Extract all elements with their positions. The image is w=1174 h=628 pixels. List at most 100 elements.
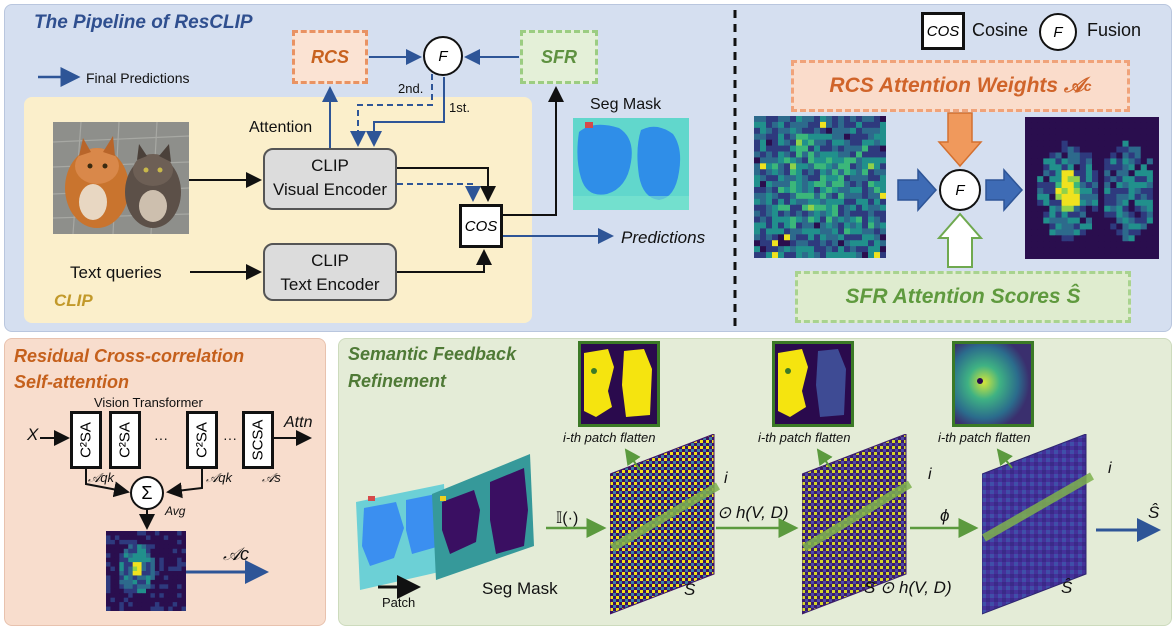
heatmap-cell bbox=[181, 602, 186, 608]
heatmap-cell bbox=[172, 539, 178, 545]
heatmap-cell bbox=[1104, 193, 1111, 201]
heatmap-cell bbox=[808, 210, 815, 218]
heatmap-cell bbox=[808, 127, 815, 135]
heatmap-cell bbox=[128, 597, 134, 603]
c2sa-block-2: C²SA bbox=[109, 411, 141, 469]
heatmap-cell bbox=[850, 252, 857, 258]
heatmap-cell bbox=[1146, 176, 1154, 183]
heatmap-cell bbox=[1104, 117, 1111, 124]
heatmap-cell bbox=[123, 584, 129, 590]
heatmap-cell bbox=[862, 181, 869, 188]
heatmap-cell bbox=[150, 593, 156, 599]
heatmap-cell bbox=[168, 566, 174, 572]
heatmap-cell bbox=[772, 240, 779, 247]
fusion-label: F bbox=[438, 47, 448, 65]
heatmap-cell bbox=[832, 139, 839, 147]
sfr-scores-box: SFR Attention Scores Ŝ bbox=[795, 271, 1131, 323]
heatmap-cell bbox=[754, 139, 761, 147]
heatmap-cell bbox=[137, 539, 143, 545]
heatmap-cell bbox=[802, 175, 809, 182]
heatmap-cell bbox=[1073, 134, 1081, 142]
seg-mask-label-top: Seg Mask bbox=[590, 96, 662, 113]
heatmap-cell bbox=[808, 216, 815, 223]
heatmap-cell bbox=[177, 562, 183, 568]
heatmap-cell bbox=[850, 234, 857, 241]
heatmap-cell bbox=[814, 198, 821, 206]
a-qk-label-2: 𝒜qk bbox=[206, 470, 233, 485]
heatmap-cell bbox=[168, 597, 174, 603]
heatmap-cell bbox=[1110, 199, 1117, 207]
heatmap-cell bbox=[141, 548, 147, 554]
heatmap-cell bbox=[790, 210, 797, 218]
heatmap-cell bbox=[862, 252, 869, 258]
heatmap-cell bbox=[110, 539, 116, 545]
heatmap-cell bbox=[772, 187, 779, 194]
heatmap-cell bbox=[850, 163, 857, 170]
heatmap-cell bbox=[1110, 176, 1117, 183]
heatmap-cell bbox=[826, 198, 833, 206]
heatmap-cell bbox=[760, 252, 767, 258]
rcs-box: RCS bbox=[292, 30, 368, 84]
heatmap-cell bbox=[760, 210, 767, 218]
heatmap-cell bbox=[1067, 134, 1075, 142]
heatmap-cell bbox=[137, 566, 143, 572]
heatmap-cell bbox=[1134, 188, 1142, 195]
heatmap-cell bbox=[163, 539, 169, 545]
heatmap-cell bbox=[784, 240, 791, 247]
heatmap-cell bbox=[181, 588, 186, 594]
heatmap-cell bbox=[1079, 170, 1087, 177]
heatmap-cell bbox=[820, 246, 827, 253]
heatmap-cell bbox=[1079, 128, 1087, 136]
heatmap-cell bbox=[844, 116, 851, 123]
heatmap-cell bbox=[862, 116, 869, 123]
heatmap-cell bbox=[114, 557, 120, 563]
heatmap-cell bbox=[754, 216, 761, 223]
heatmap-cell bbox=[119, 557, 125, 563]
heatmap-cell bbox=[760, 246, 767, 253]
heatmap-cell bbox=[1073, 176, 1081, 183]
heatmap-cell bbox=[119, 571, 125, 576]
heatmap-cell bbox=[1122, 122, 1130, 130]
heatmap-cell bbox=[1098, 152, 1105, 159]
heatmap-cell bbox=[850, 216, 857, 223]
heatmap-cell bbox=[159, 539, 165, 545]
heatmap-cell bbox=[1049, 205, 1056, 213]
heatmap-cell bbox=[141, 562, 147, 568]
heatmap-cell bbox=[1122, 146, 1130, 153]
heatmap-cell bbox=[832, 246, 839, 253]
heatmap-cell bbox=[119, 531, 125, 536]
cos-box: COS bbox=[459, 204, 503, 248]
heatmap-cell bbox=[1037, 253, 1044, 259]
heatmap-cell bbox=[154, 588, 160, 594]
heatmap-cell bbox=[844, 151, 851, 158]
heatmap-cell bbox=[1061, 122, 1069, 130]
heatmap-cell bbox=[874, 169, 881, 176]
heatmap-cell bbox=[1085, 235, 1093, 242]
heatmap-cell bbox=[814, 246, 821, 253]
heatmap-cell bbox=[1043, 134, 1050, 142]
heatmap-cell bbox=[1122, 229, 1130, 236]
heatmap-cell bbox=[1128, 211, 1136, 219]
heatmap-cell bbox=[163, 557, 169, 563]
heatmap-cell bbox=[1146, 205, 1154, 213]
heatmap-cell bbox=[1092, 140, 1099, 148]
heatmap-cell bbox=[1152, 199, 1159, 207]
heatmap-cell bbox=[119, 539, 125, 545]
heatmap-cell bbox=[1031, 146, 1038, 153]
heatmap-cell bbox=[868, 145, 875, 152]
heatmap-cell bbox=[826, 252, 833, 258]
heatmap-cell bbox=[1134, 182, 1142, 189]
s-matrix-label: S bbox=[684, 580, 696, 599]
rcs-attention-heatmap bbox=[106, 531, 186, 611]
heatmap-cell bbox=[778, 252, 785, 258]
heatmap-cell bbox=[106, 531, 111, 536]
heatmap-cell bbox=[832, 169, 839, 176]
heatmap-cell bbox=[106, 584, 111, 590]
heatmap-cell bbox=[163, 588, 169, 594]
heatmap-cell bbox=[814, 187, 821, 194]
heatmap-cell bbox=[1092, 117, 1099, 124]
heatmap-cell bbox=[1067, 122, 1075, 130]
heatmap-cell bbox=[784, 181, 791, 188]
heatmap-cell bbox=[168, 579, 174, 585]
heatmap-cell bbox=[760, 157, 767, 164]
